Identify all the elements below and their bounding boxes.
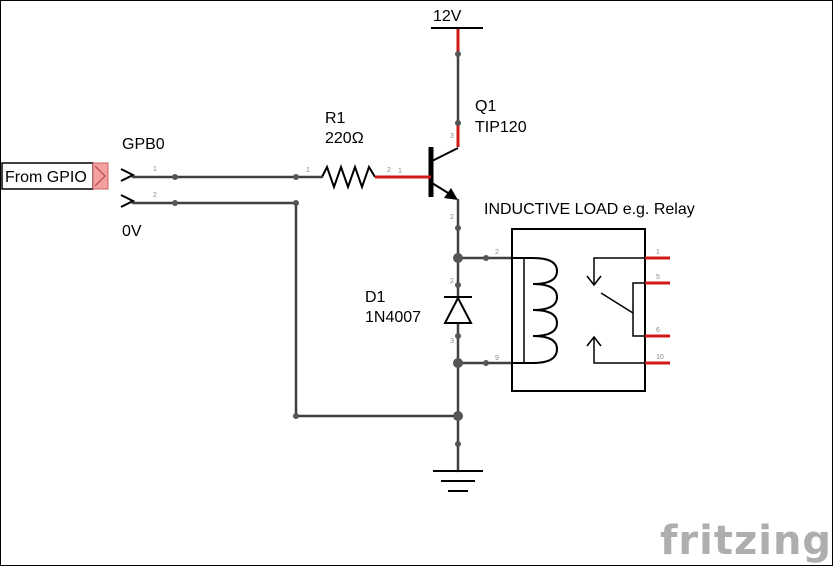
d1-pin-bottom: 3	[450, 338, 454, 345]
resistor-r1	[321, 163, 404, 191]
relay-symbol	[511, 228, 670, 392]
resistor-ref: R1	[325, 110, 346, 127]
gpio-connector	[1, 162, 136, 208]
transistor-q1	[404, 147, 459, 200]
r1-pin-1: 1	[306, 167, 310, 174]
diode-ref: D1	[365, 289, 386, 306]
junctions	[172, 51, 489, 447]
supply-symbol	[431, 27, 483, 147]
load-label: INDUCTIVE LOAD e.g. Relay	[484, 201, 695, 218]
diode-part: 1N4007	[365, 309, 421, 326]
relay-pin-10: 10	[656, 354, 664, 361]
ground-symbol	[433, 470, 483, 492]
supply-label: 12V	[433, 8, 462, 25]
r1-pin-2: 2	[387, 167, 391, 174]
relay-pin-1: 1	[656, 249, 660, 256]
ground-label: 0V	[122, 223, 142, 240]
input-label: From GPIO	[5, 169, 87, 186]
q1-base-pin: 1	[398, 168, 402, 175]
connector-pin-1: 1	[153, 166, 157, 173]
transistor-part: TIP120	[475, 119, 527, 136]
connector-name: GPB0	[122, 136, 165, 153]
q1-emitter-pin: 2	[450, 214, 454, 221]
d1-pin-top: 2	[450, 278, 454, 285]
diode-d1	[443, 295, 473, 324]
relay-pin-coil-a: 2	[495, 249, 499, 256]
relay-pin-6: 6	[656, 327, 660, 334]
q1-collector-pin: 3	[450, 133, 454, 140]
connector-pin-2: 2	[153, 192, 157, 199]
fritzing-logo: fritzing	[660, 518, 832, 564]
relay-pin-coil-b: 9	[495, 355, 499, 362]
relay-pin-5: 5	[656, 274, 660, 281]
transistor-ref: Q1	[475, 98, 496, 115]
resistor-value: 220Ω	[325, 130, 364, 147]
